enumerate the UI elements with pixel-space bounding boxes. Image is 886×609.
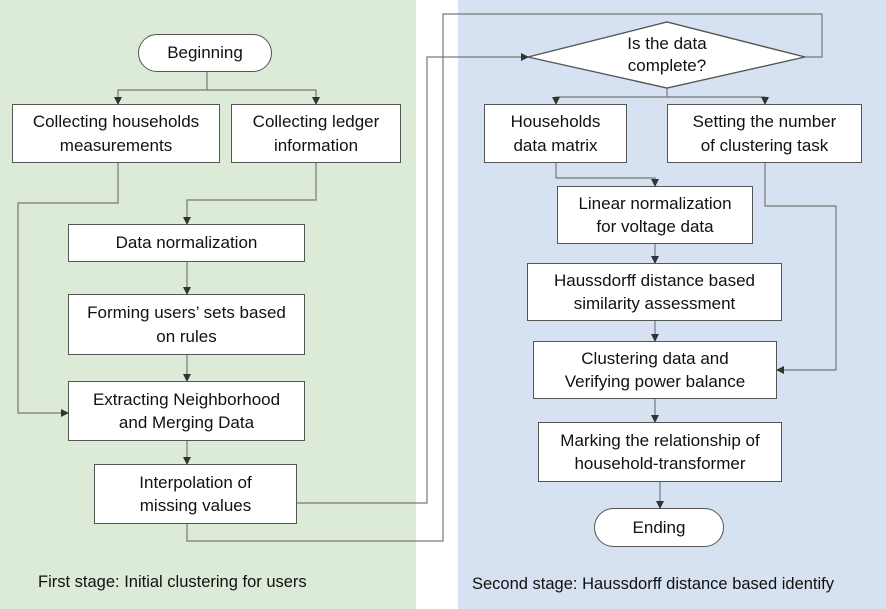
edge-ledger-normalization	[183, 163, 317, 225]
edge-households-extracting	[17, 163, 119, 417]
data-normalization-node: Data normalization	[68, 224, 305, 262]
interpolation-node: Interpolation of missing values	[94, 464, 297, 524]
second-stage-caption: Second stage: Haussdorff distance based …	[472, 575, 835, 593]
setting-number-node: Setting the number of clustering task	[667, 104, 862, 163]
edge-matrix-linear	[555, 163, 659, 187]
beginning-node: Beginning	[138, 34, 272, 72]
edge-begin-split	[114, 72, 208, 105]
edge-interpolation-decision	[297, 53, 529, 504]
haussdorff-node: Haussdorff distance based similarity ass…	[527, 263, 782, 321]
decision-diamond	[527, 21, 806, 89]
households-matrix-node: Households data matrix	[484, 104, 627, 163]
edge-loop-bottom	[186, 13, 823, 542]
collect-households-node: Collecting households measurements	[12, 104, 220, 163]
decision-label: Is the data complete?	[627, 34, 707, 76]
extracting-node: Extracting Neighborhood and Merging Data	[68, 381, 305, 441]
edge-setting-clustering	[764, 163, 837, 374]
clustering-node: Clustering data and Verifying power bala…	[533, 341, 777, 399]
first-stage-caption: First stage: Initial clustering for user…	[38, 573, 307, 591]
collect-ledger-node: Collecting ledger information	[231, 104, 401, 163]
marking-node: Marking the relationship of household-tr…	[538, 422, 782, 482]
edge-decision-split	[552, 88, 668, 105]
edge-decision-setting	[667, 96, 769, 105]
ending-node: Ending	[594, 508, 724, 547]
edge-begin-ledger	[207, 89, 320, 105]
linear-normalization-node: Linear normalization for voltage data	[557, 186, 753, 244]
forming-sets-node: Forming users’ sets based on rules	[68, 294, 305, 355]
